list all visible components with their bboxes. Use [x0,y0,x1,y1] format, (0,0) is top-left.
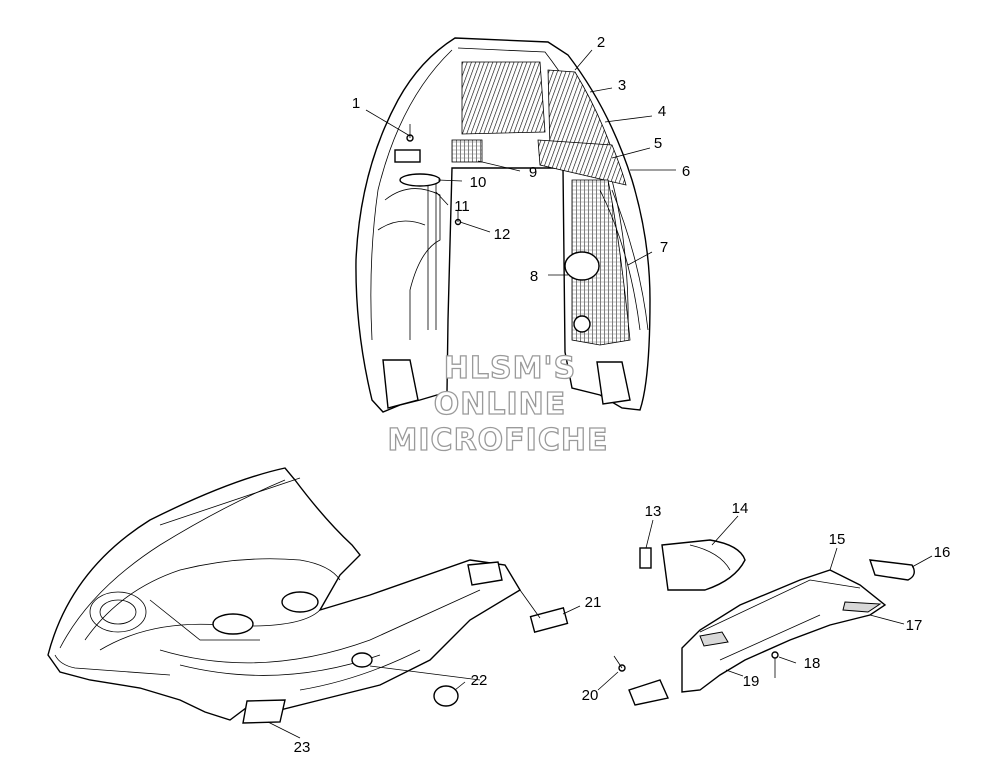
hood-top-view [355,37,651,413]
callout-5: 5 [654,135,662,152]
hood-insulation-pad [461,61,546,135]
watermark-line-2: ONLINE [434,387,567,422]
leader-lines [267,49,933,739]
callout-18: 18 [804,655,821,672]
callout-22: 22 [471,672,488,689]
part-23-plate [242,699,286,724]
watermark: HLSM'S ONLINE MICROFICHE [387,350,609,458]
hood-bracket [394,149,421,163]
callout-4: 4 [658,103,666,120]
part-16-clip [868,559,915,581]
part-13-tab [639,547,652,569]
callout-1: 1 [352,95,360,112]
callout-11: 11 [454,198,470,215]
callout-6: 6 [682,163,690,180]
part-14-cover [661,539,746,591]
callout-9: 9 [529,164,537,181]
watermark-line-3: MICROFICHE [388,423,609,458]
callout-15: 15 [829,531,846,548]
part-20-hinge [628,679,669,706]
callout-3: 3 [618,77,626,94]
callout-12: 12 [494,226,511,243]
callout-13: 13 [645,503,662,520]
callout-7: 7 [660,239,668,256]
callout-21: 21 [585,594,602,611]
hood-side-view [47,467,521,721]
callout-labels: 1 2 3 4 5 6 7 8 9 10 11 12 13 14 15 16 1… [294,34,951,756]
side-panel-insulation [571,179,631,346]
callout-16: 16 [934,544,951,561]
callout-17: 17 [906,617,923,634]
callout-19: 19 [743,673,760,690]
part-18-screw [771,651,779,659]
callout-8: 8 [530,268,538,285]
part-21-strip [529,607,569,633]
watermark-line-1: HLSM'S [444,351,576,386]
callout-10: 10 [470,174,487,191]
callout-2: 2 [597,34,605,51]
callout-14: 14 [732,500,749,517]
callout-20: 20 [582,687,599,704]
side-panel-assembly [613,539,915,706]
part-22-plug [433,685,459,707]
callout-23: 23 [294,739,311,756]
